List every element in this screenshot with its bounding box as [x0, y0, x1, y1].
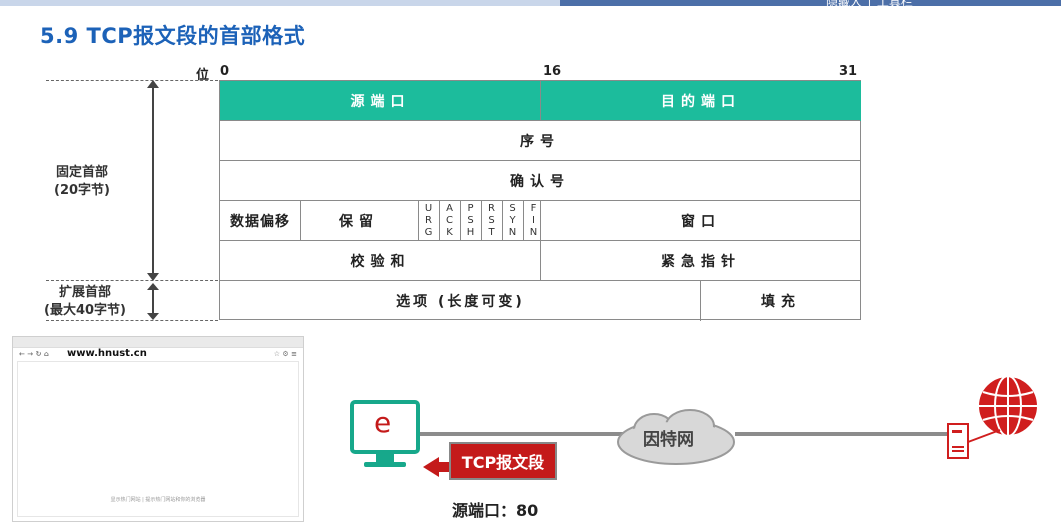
source-port-caption: 源端口：80	[452, 501, 539, 520]
browser-url: www.hnust.cn	[67, 348, 147, 359]
checksum-field: 校验和	[350, 254, 411, 270]
extended-header-span-arrow	[152, 287, 154, 315]
grid-line	[700, 281, 701, 321]
reserved-field: 保留	[339, 214, 379, 230]
segment-arrow-shaft	[438, 462, 452, 472]
grid-line	[523, 201, 524, 241]
bit-position-16: 16	[543, 64, 562, 79]
grid-line	[418, 201, 419, 241]
window-field: 窗口	[681, 214, 721, 230]
fixed-header-label: 固定首部 (20字节)	[54, 165, 110, 198]
source-port-field: 源端口	[220, 81, 541, 121]
segment-arrow-head	[423, 457, 439, 477]
top-bar-highlight	[0, 0, 560, 6]
internet-cloud-icon	[617, 409, 735, 465]
dashed-guide	[46, 280, 218, 281]
grid-line	[300, 201, 301, 241]
client-computer-icon	[350, 400, 420, 467]
dest-port-field: 目的端口	[541, 81, 861, 121]
browser-nav-icons[interactable]: ← → ↻ ⌂	[19, 350, 49, 358]
server-globe-icon	[947, 375, 1039, 459]
grid-line	[439, 201, 440, 241]
grid-line	[502, 201, 503, 241]
browser-window-thumbnail: ← → ↻ ⌂ www.hnust.cn ☆ ⚙ ≡ 显示热门网站 | 提示热门…	[12, 336, 304, 522]
arrow-head-up	[147, 80, 159, 88]
grid-line	[460, 201, 461, 241]
browser-tab-bar	[13, 337, 303, 348]
data-offset-field: 数据偏移	[230, 214, 290, 230]
grid-line	[540, 81, 541, 121]
grid-line	[220, 160, 860, 161]
arrow-head-up	[147, 283, 159, 290]
dashed-guide	[46, 80, 218, 81]
browser-address-bar[interactable]: ← → ↻ ⌂ www.hnust.cn ☆ ⚙ ≡	[13, 348, 303, 360]
urgent-pointer-field: 紧急指针	[661, 254, 741, 270]
top-right-toolbar-text: 隐藏人 │ 工具栏	[826, 0, 913, 9]
options-field: 选项 (长度可变)	[396, 294, 525, 310]
bit-label: 位	[196, 68, 210, 83]
network-link-right	[735, 432, 947, 436]
arrow-head-down	[147, 313, 159, 320]
extended-header-label: 扩展首部 (最大40字节)	[44, 285, 126, 318]
grid-line	[220, 200, 860, 201]
padding-field: 填充	[761, 294, 801, 310]
grid-line	[540, 201, 541, 281]
sequence-number-field: 序号	[520, 134, 560, 150]
fixed-header-span-arrow	[152, 84, 154, 276]
bit-position-31: 31	[839, 64, 858, 79]
ack-number-field: 确认号	[510, 174, 570, 190]
browser-e-icon: e	[374, 406, 392, 439]
browser-status-text: 显示热门网站 | 提示热门网站和你的浏览器	[110, 497, 206, 503]
grid-line	[481, 201, 482, 241]
bit-position-0: 0	[220, 64, 230, 79]
browser-toolbar-icons[interactable]: ☆ ⚙ ≡	[273, 350, 297, 358]
arrow-head-down	[147, 273, 159, 281]
network-link-left	[420, 432, 630, 436]
dashed-guide	[46, 320, 218, 321]
browser-content-area: 显示热门网站 | 提示热门网站和你的浏览器	[17, 361, 299, 517]
cloud-label: 因特网	[643, 430, 694, 450]
tcp-segment-box: TCP报文段	[449, 442, 557, 480]
slide-title: 5.9 TCP报文段的首部格式	[40, 24, 306, 48]
